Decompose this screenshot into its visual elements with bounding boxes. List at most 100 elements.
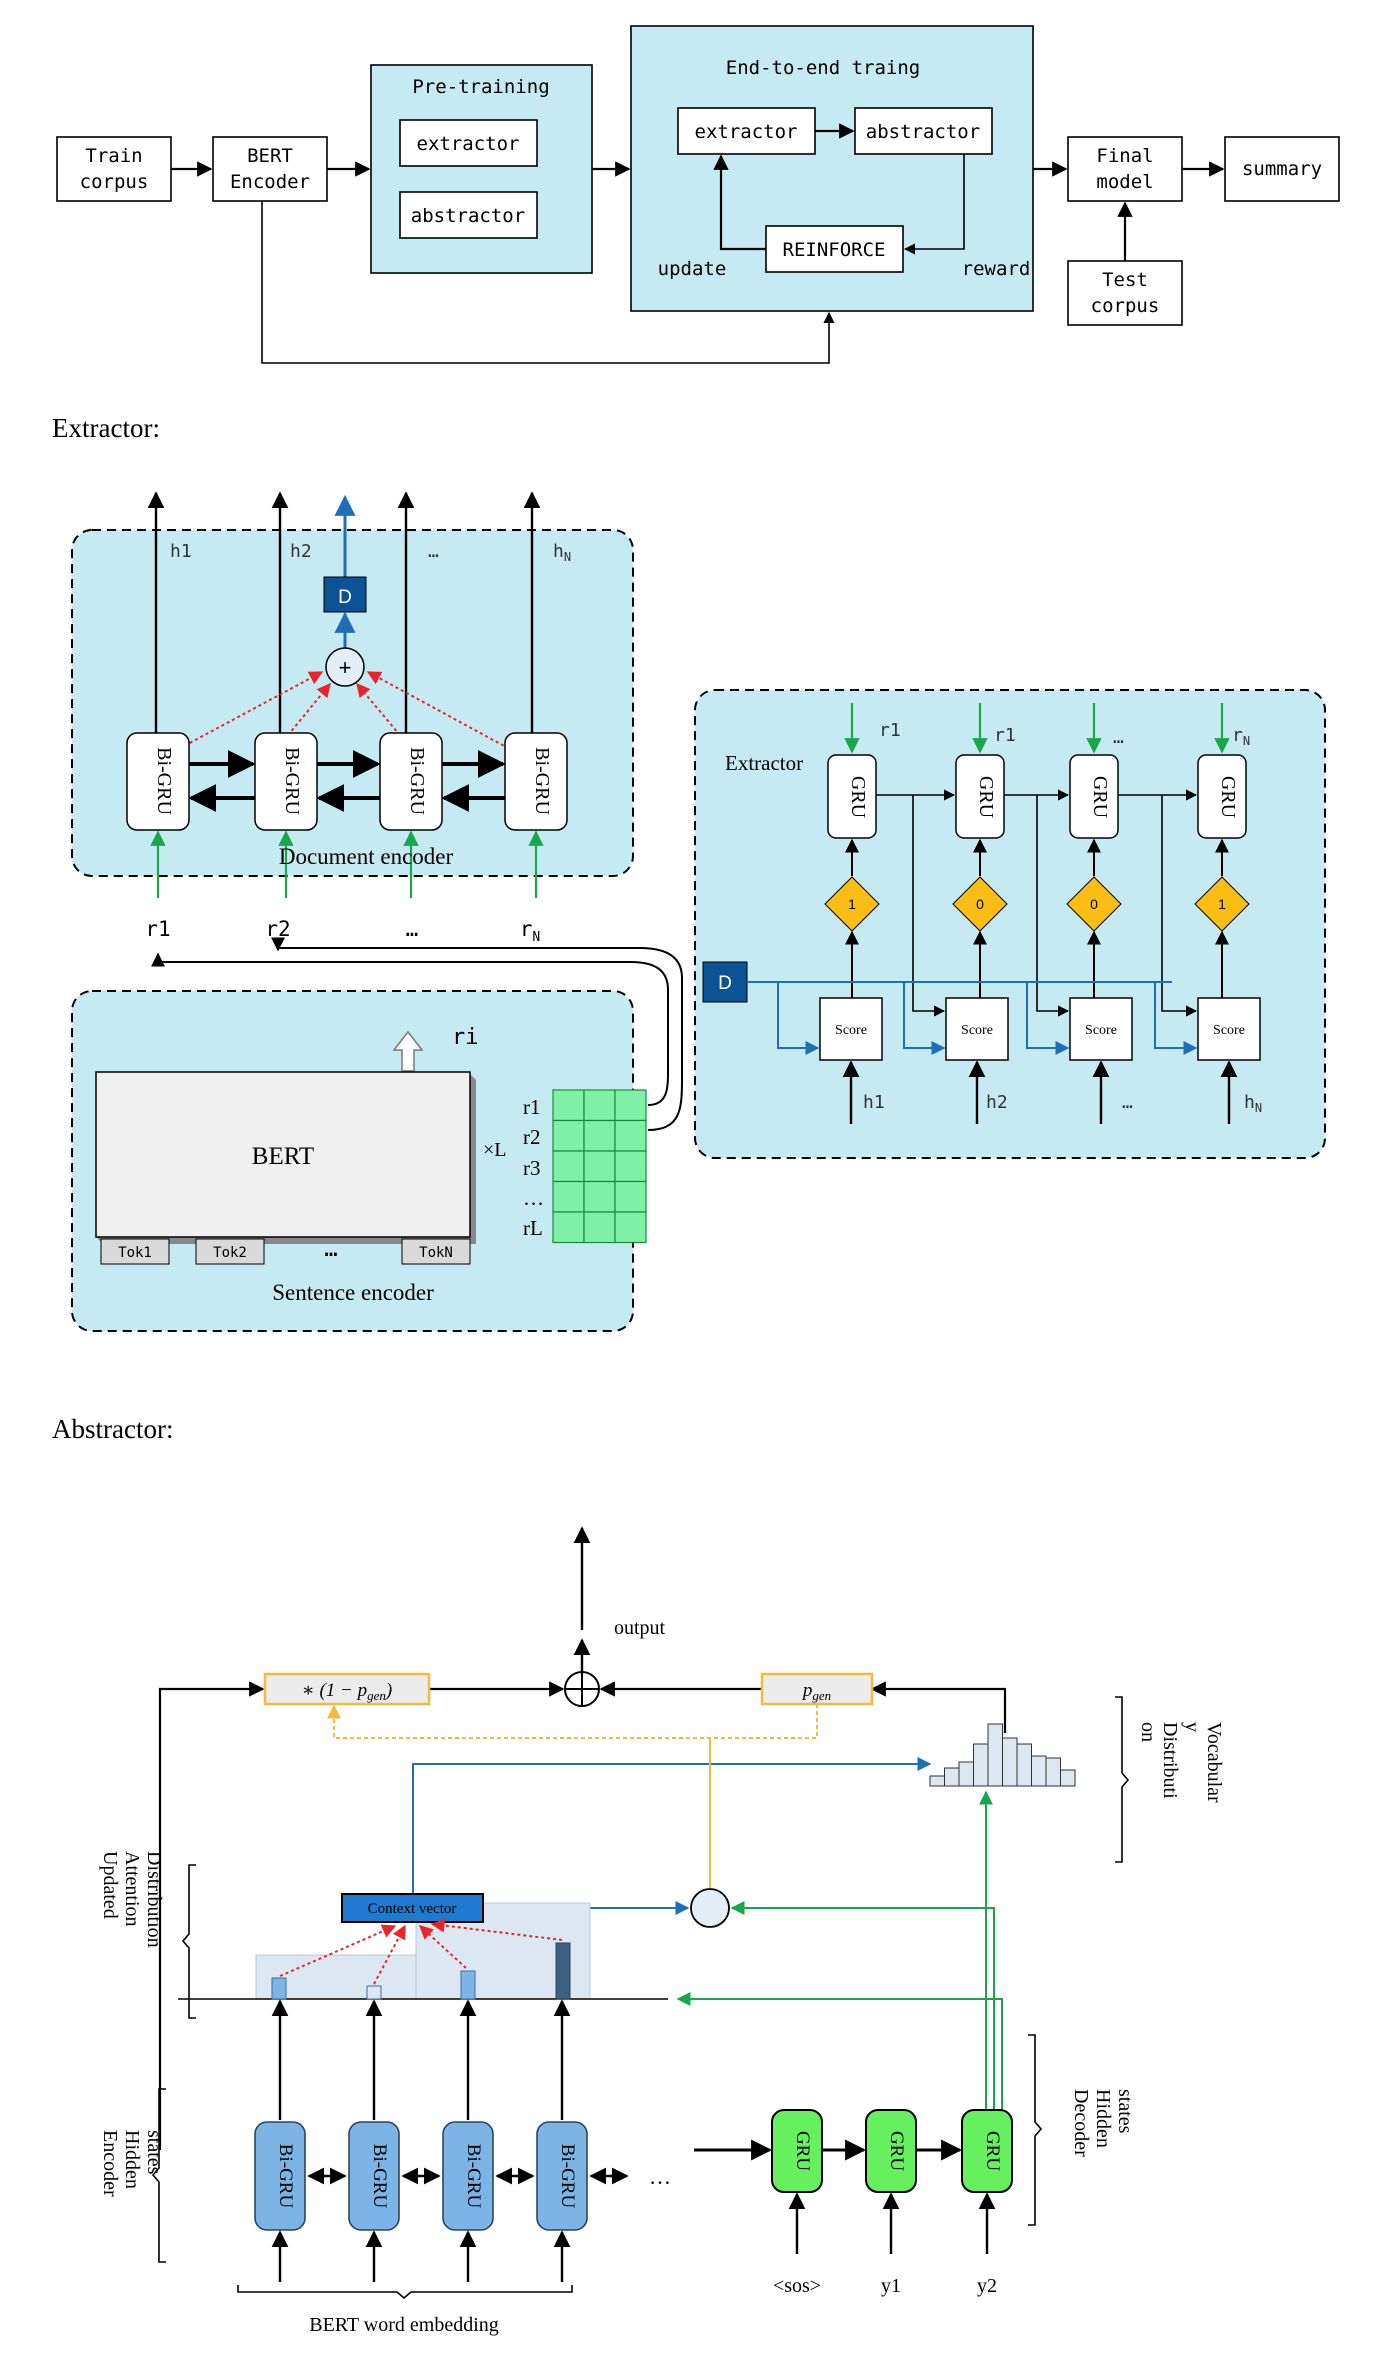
bert-encoder-box [212, 136, 328, 202]
ri-hollow-arrow [392, 1030, 424, 1072]
sel-gru-4 [1197, 754, 1247, 839]
diamond-3 [1066, 876, 1122, 932]
decoder-gru-group: GRU GRU GRU [771, 2109, 1013, 2193]
vocab-bar [958, 1761, 974, 1787]
one-minus-pgen-box [263, 1672, 431, 1706]
context-vector-label: Context vector [368, 1901, 457, 1917]
encoder-label: Encoder Hidden states [99, 2130, 165, 2202]
attn-bar-4 [555, 1942, 571, 2000]
summary-label: summary [1242, 158, 1322, 180]
bert-box [95, 1071, 471, 1238]
tokN-label: TokN [419, 1245, 453, 1261]
vocab-bar [1016, 1743, 1032, 1787]
d-box-doc-label: D [338, 587, 352, 608]
reward-label: reward [962, 258, 1031, 280]
matrix-cell [552, 1211, 585, 1244]
matrix-cell [583, 1119, 616, 1152]
vocab-bar [929, 1775, 945, 1787]
matrix-r2: r2 [523, 1125, 541, 1149]
vocab-label: Vocabular y Distributi on [1137, 1722, 1225, 1808]
vocab-bar [1045, 1757, 1061, 1787]
hdots-label: … [428, 541, 439, 562]
pipeline-diagram: Train corpus BERT Encoder Pre-training e… [56, 25, 1340, 364]
pre-extractor-label: extractor [417, 133, 520, 155]
selector-title: Extractor [725, 751, 803, 775]
sel-gru-group: GRU GRU GRU GRU [827, 754, 1247, 839]
vocab-bar [1060, 1769, 1076, 1787]
matrix-cell [614, 1089, 647, 1122]
sel-rdots: … [1113, 727, 1124, 748]
test-corpus-label-2: corpus [1091, 295, 1160, 317]
score-box-1 [819, 997, 883, 1061]
diamond-4 [1194, 876, 1250, 932]
plus-label: + [339, 655, 352, 680]
matrix-cell [614, 1211, 647, 1244]
h2-label: h2 [290, 541, 312, 562]
enc-bigru-1 [254, 2121, 306, 2231]
hN-label: hN [553, 541, 571, 564]
sel-h1: h1 [863, 1092, 885, 1113]
diamond-4-label: 1 [1218, 896, 1226, 912]
matrix-r1: r1 [523, 1095, 541, 1119]
doc-bigru-4 [504, 732, 568, 831]
abstractor-heading: Abstractor: [52, 1414, 173, 1444]
sel-gru-3 [1069, 754, 1119, 839]
matrix-cell [614, 1119, 647, 1152]
matrix-cell [552, 1089, 585, 1122]
attn-bar-2 [366, 1985, 382, 2000]
final-model-box [1067, 136, 1183, 202]
enc-dots: … [649, 2164, 671, 2189]
dec-input-y2: y2 [977, 2275, 997, 2297]
matrix-cell [583, 1180, 616, 1213]
matrix-cell [583, 1089, 616, 1122]
tokN-box [401, 1238, 471, 1265]
vocab-bar [944, 1767, 960, 1787]
doc-bigru-3-label: Bi-GRU [406, 747, 428, 815]
embedding-matrix [552, 1089, 647, 1244]
doc-bigru-3 [379, 732, 443, 831]
e2e-extractor-box [677, 107, 816, 155]
dec-gru-3-label: GRU [982, 2131, 1003, 2171]
pgen-label: pgen [801, 1680, 831, 1703]
abstractor-diagram: output ∗ (1 − pgen) pgen Vocabular y Dis… [99, 1526, 1225, 2336]
pre-extractor-box [399, 119, 538, 167]
sel-r1-b: r1 [994, 725, 1016, 746]
tok1-label: Tok1 [118, 1245, 152, 1261]
score-1-label: Score [835, 1023, 867, 1038]
pgen-box [760, 1672, 874, 1706]
score-3-label: Score [1085, 1023, 1117, 1038]
pipeline-arrows [171, 123, 1225, 364]
enc-bigru-2-label: Bi-GRU [369, 2144, 390, 2209]
dec-input-sos: <sos> [773, 2275, 821, 2297]
doc-encoder-caption: Document encoder [279, 844, 454, 869]
matrix-dots: … [523, 1186, 544, 1210]
xl-label: ×L [483, 1139, 507, 1161]
vocab-bar [987, 1723, 1003, 1787]
d-box-selector-label: D [718, 973, 732, 994]
extractor-selector: Extractor r1 r1 … rN GRU GRU GRU GRU [694, 689, 1326, 1159]
score-box-3 [1069, 997, 1133, 1061]
update-label: update [658, 258, 727, 280]
diamond-2 [952, 876, 1008, 932]
combine-circle [690, 1888, 730, 1928]
final-model-label-2: model [1096, 171, 1153, 193]
test-corpus-box [1067, 260, 1183, 326]
document-encoder: h1 h2 … hN D + Bi-GRU Bi-GRU [71, 491, 634, 898]
final-model-label-1: Final [1096, 145, 1153, 167]
train-corpus-label-1: Train [85, 145, 142, 167]
vocab-bar [973, 1743, 989, 1787]
sel-r1-a: r1 [879, 720, 901, 741]
score-group: Score Score Score Score [819, 997, 1261, 1061]
summary-box [1224, 136, 1340, 202]
score-box-2 [945, 997, 1009, 1061]
embedding-label: BERT word embedding [309, 2314, 499, 2336]
tok2-box [195, 1238, 265, 1265]
vocab-bar [1002, 1737, 1018, 1787]
matrix-cell [614, 1180, 647, 1213]
doc-bigru-group: Bi-GRU Bi-GRU Bi-GRU Bi-GRU [126, 732, 568, 831]
sel-rN: rN [1232, 725, 1250, 748]
one-minus-pgen-label: ∗ (1 − pgen) [302, 1680, 392, 1703]
sel-h2: h2 [986, 1092, 1008, 1113]
